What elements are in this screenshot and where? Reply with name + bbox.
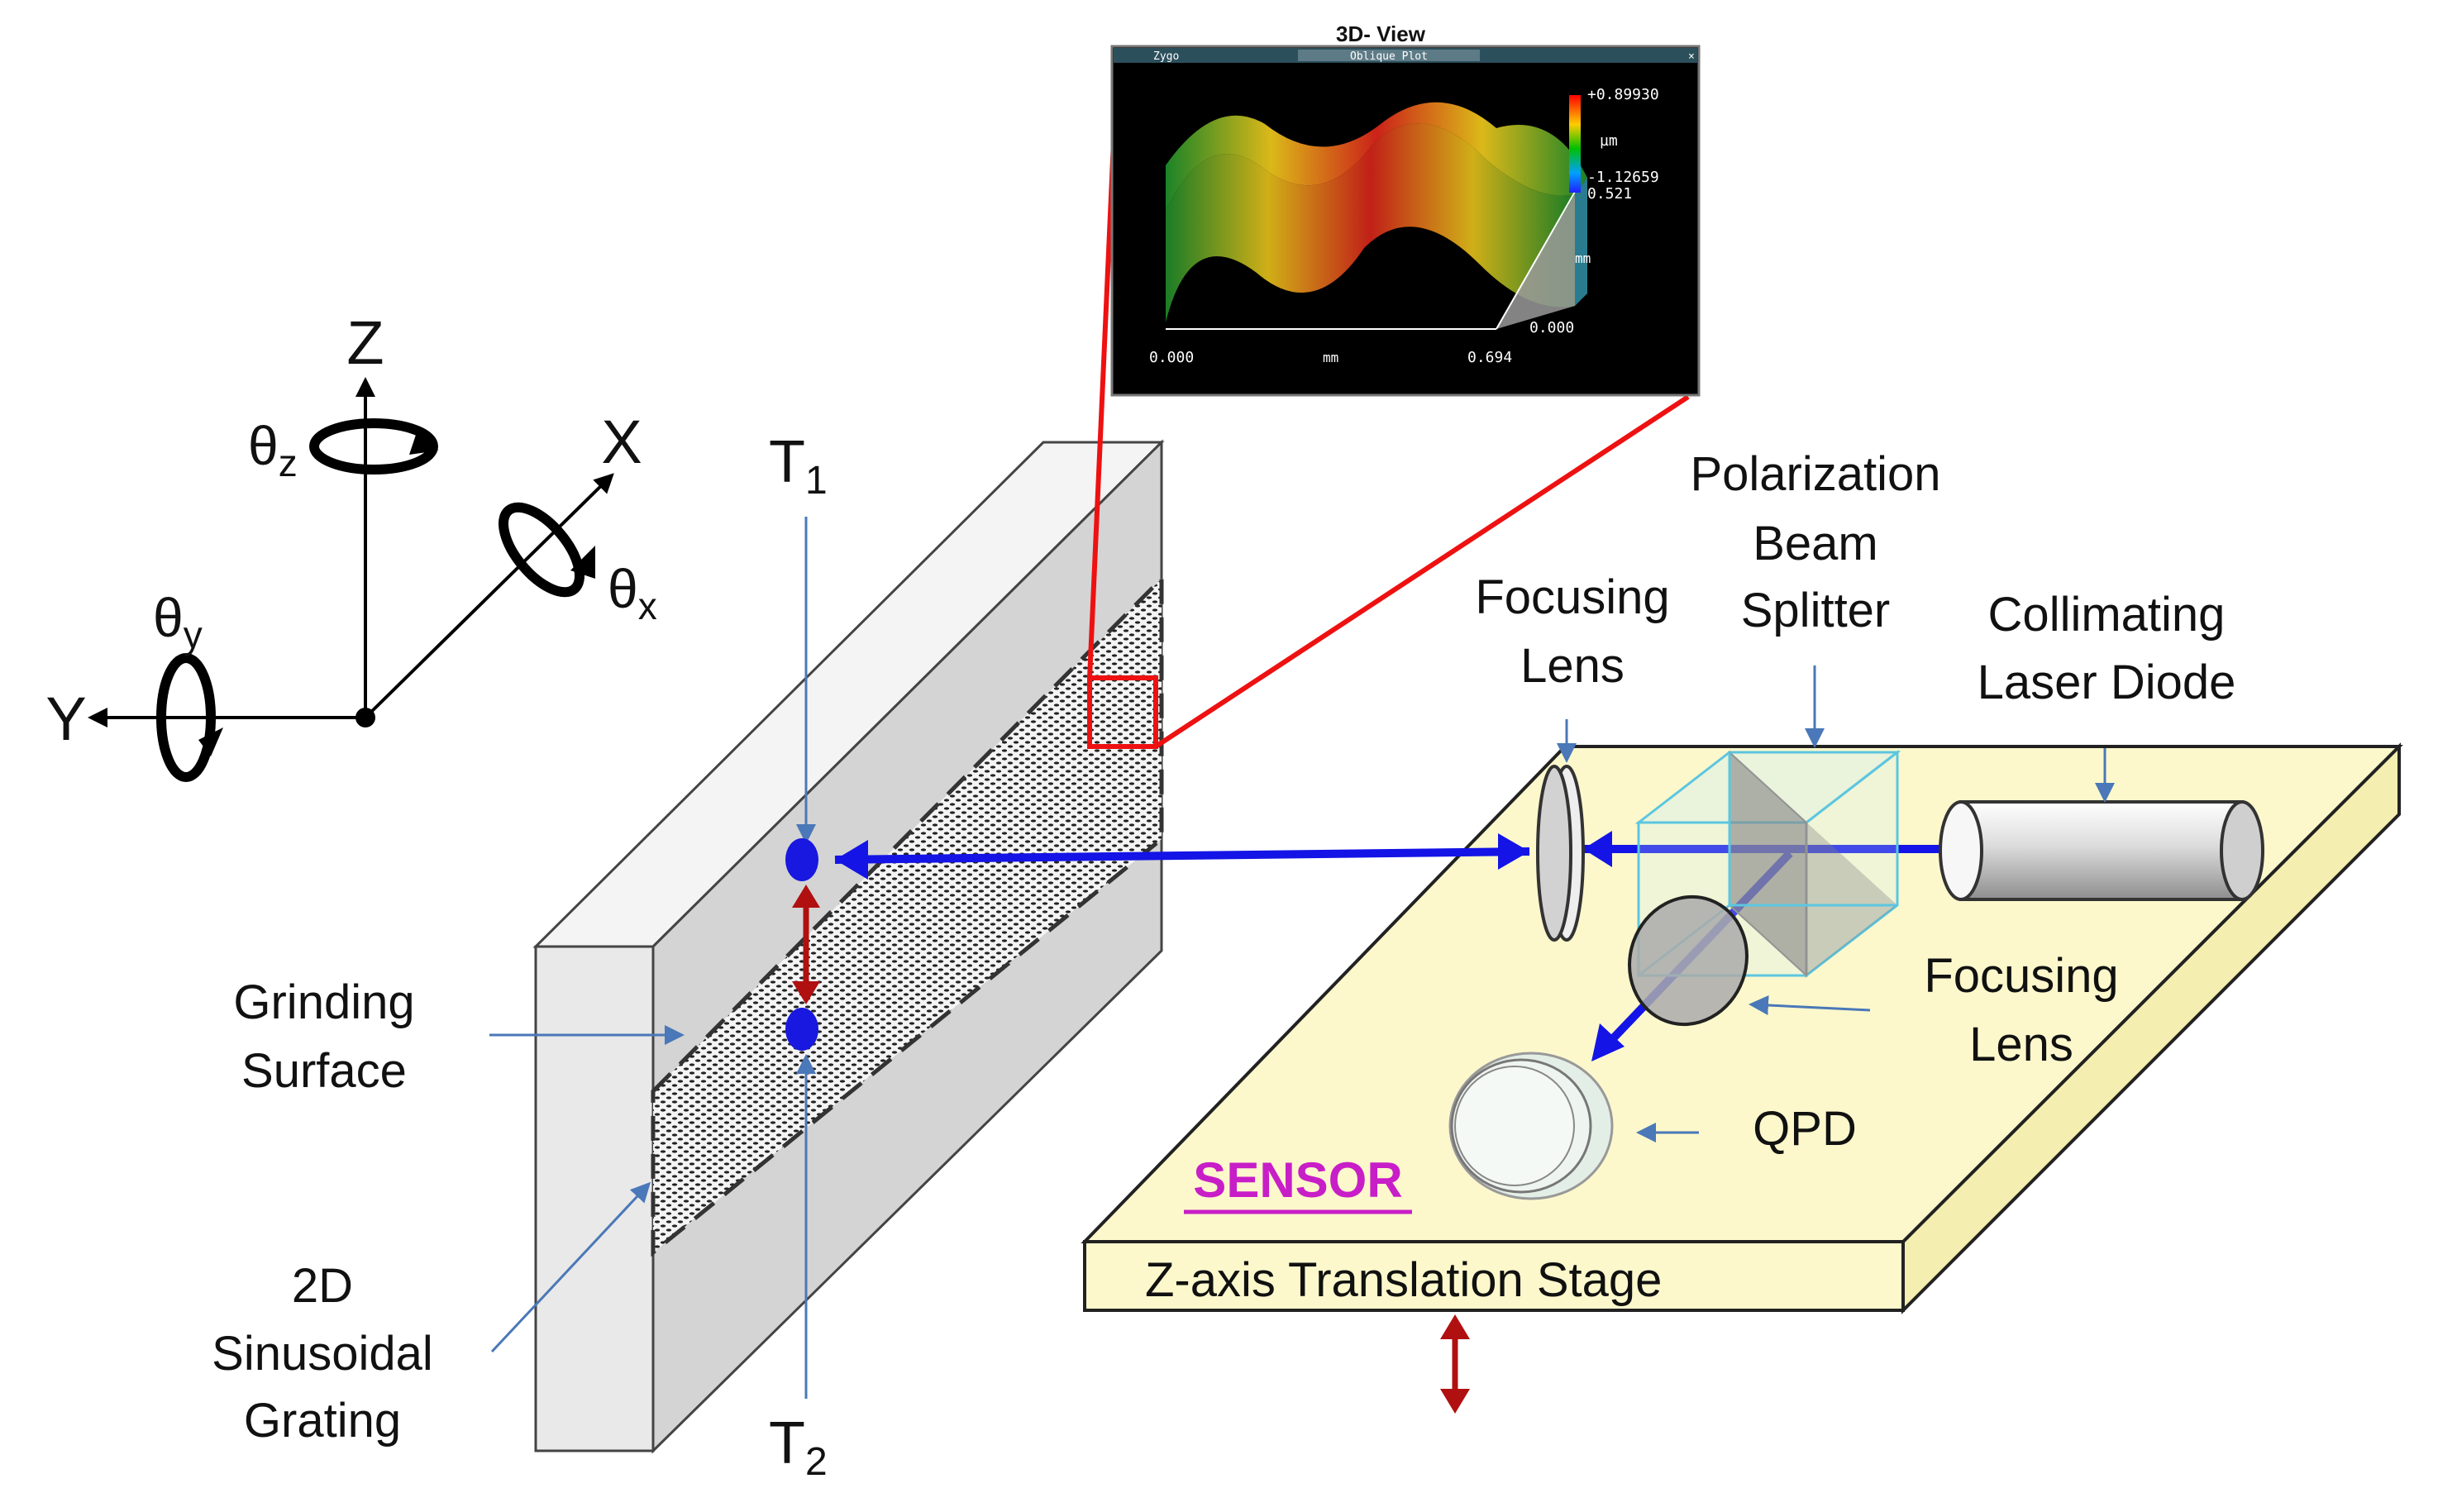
grating-label-1: 2D — [292, 1259, 353, 1313]
laser-diode-label-1: Collimating — [1988, 588, 2226, 642]
origin-dot — [355, 708, 375, 727]
y-axis-label: Y — [45, 684, 86, 753]
inset-brand: Zygo — [1153, 50, 1179, 63]
beam-splitter-cube — [1634, 749, 1901, 979]
inset-colorbar — [1569, 95, 1581, 193]
focusing-lens-secondary-pointer — [1749, 995, 1871, 1016]
zoom-region-box — [1087, 675, 1158, 749]
focusing-lens-main-label-1: Focusing — [1475, 570, 1669, 624]
inset-tab-label: Oblique Plot — [1350, 50, 1428, 63]
inset-tab — [1298, 50, 1480, 61]
beam-arrowhead-return — [1498, 833, 1529, 870]
inset-scale-min: -1.12659 — [1587, 169, 1659, 186]
beam-arrowhead-qpd — [1591, 1023, 1625, 1061]
qpd-detector — [1448, 1052, 1614, 1200]
beam-arrowhead-target — [835, 840, 868, 880]
stage-motion-arrow — [1440, 1314, 1470, 1414]
grinding-block — [532, 439, 1165, 1454]
inset-scale-unit: µm — [1600, 132, 1618, 150]
grinding-surface-label-1: Grinding — [233, 975, 414, 1029]
target-points: T1 T2 — [769, 429, 828, 1484]
theta-x-rotation-icon — [498, 502, 595, 598]
inset-y-max: 0.521 — [1587, 185, 1632, 203]
zoom-line-right — [1154, 394, 1690, 749]
target-point-t2 — [785, 1008, 818, 1051]
inset-x-unit: mm — [1323, 350, 1338, 365]
laser-diode — [1939, 800, 2264, 901]
x-axis-label: X — [601, 408, 642, 476]
theta-y-label: θy — [153, 587, 203, 656]
sinusoidal-grating — [651, 573, 1164, 1257]
sensor-label: SENSOR — [1193, 1152, 1402, 1208]
theta-y-rotation-icon — [156, 653, 223, 782]
grating-pointer — [490, 1181, 651, 1353]
inset-header: 3D- View — [1336, 21, 1426, 46]
target-point-t1 — [785, 838, 818, 881]
beam-to-target — [834, 847, 1530, 864]
z-axis-label: Z — [346, 308, 384, 377]
focusing-lens-main — [1536, 765, 1585, 942]
focusing-lens-secondary-label-1: Focusing — [1924, 949, 2118, 1003]
beam-splitter-label-2: Beam — [1753, 517, 1878, 570]
laser-diode-label-2: Laser Diode — [1978, 656, 2236, 709]
qpd-label: QPD — [1753, 1102, 1857, 1156]
inset-scale-max: +0.89930 — [1587, 86, 1659, 103]
focusing-lens-secondary-label-2: Lens — [1969, 1018, 2073, 1071]
inset-y-min: 0.000 — [1529, 319, 1574, 336]
inset-surface — [1166, 102, 1587, 330]
spacing-arrowhead-down — [792, 981, 820, 1004]
x-axis-line — [364, 473, 614, 719]
theta-z-label: θz — [248, 415, 298, 484]
grating-label-2: Sinusoidal — [212, 1327, 433, 1381]
focusing-lens-main-label-2: Lens — [1520, 639, 1625, 693]
spacing-arrowhead-up — [792, 885, 820, 908]
stage-label: Z-axis Translation Stage — [1145, 1253, 1662, 1307]
t1-label: T1 — [769, 429, 828, 503]
text-labels: Grinding Surface 2D Sinusoidal Grating F… — [212, 447, 2235, 1448]
grating-label-3: Grating — [244, 1394, 401, 1448]
inset-y-unit: mm — [1575, 250, 1591, 266]
t2-label: T2 — [769, 1410, 828, 1484]
inset-3d-view: 3D- View Zygo Oblique Plot × +0.89930 µm… — [1110, 21, 1701, 397]
theta-x-label: θx — [608, 558, 657, 627]
optical-components — [1448, 749, 2264, 1200]
beam-splitter-label-3: Splitter — [1741, 584, 1891, 637]
beam-splitter-label-1: Polarization — [1690, 447, 1940, 501]
coordinate-axes: Z X Y θz θx θy — [45, 308, 657, 782]
grinding-surface-label-2: Surface — [241, 1044, 407, 1098]
beam-arrowhead-lens — [1583, 831, 1612, 867]
theta-z-rotation-icon — [309, 418, 438, 475]
inset-x-max: 0.694 — [1467, 349, 1512, 366]
inset-x-min: 0.000 — [1149, 349, 1194, 366]
inset-close-icon[interactable]: × — [1688, 50, 1695, 63]
callout-pointers — [489, 665, 2115, 1353]
focusing-lens-secondary — [1628, 894, 1749, 1027]
